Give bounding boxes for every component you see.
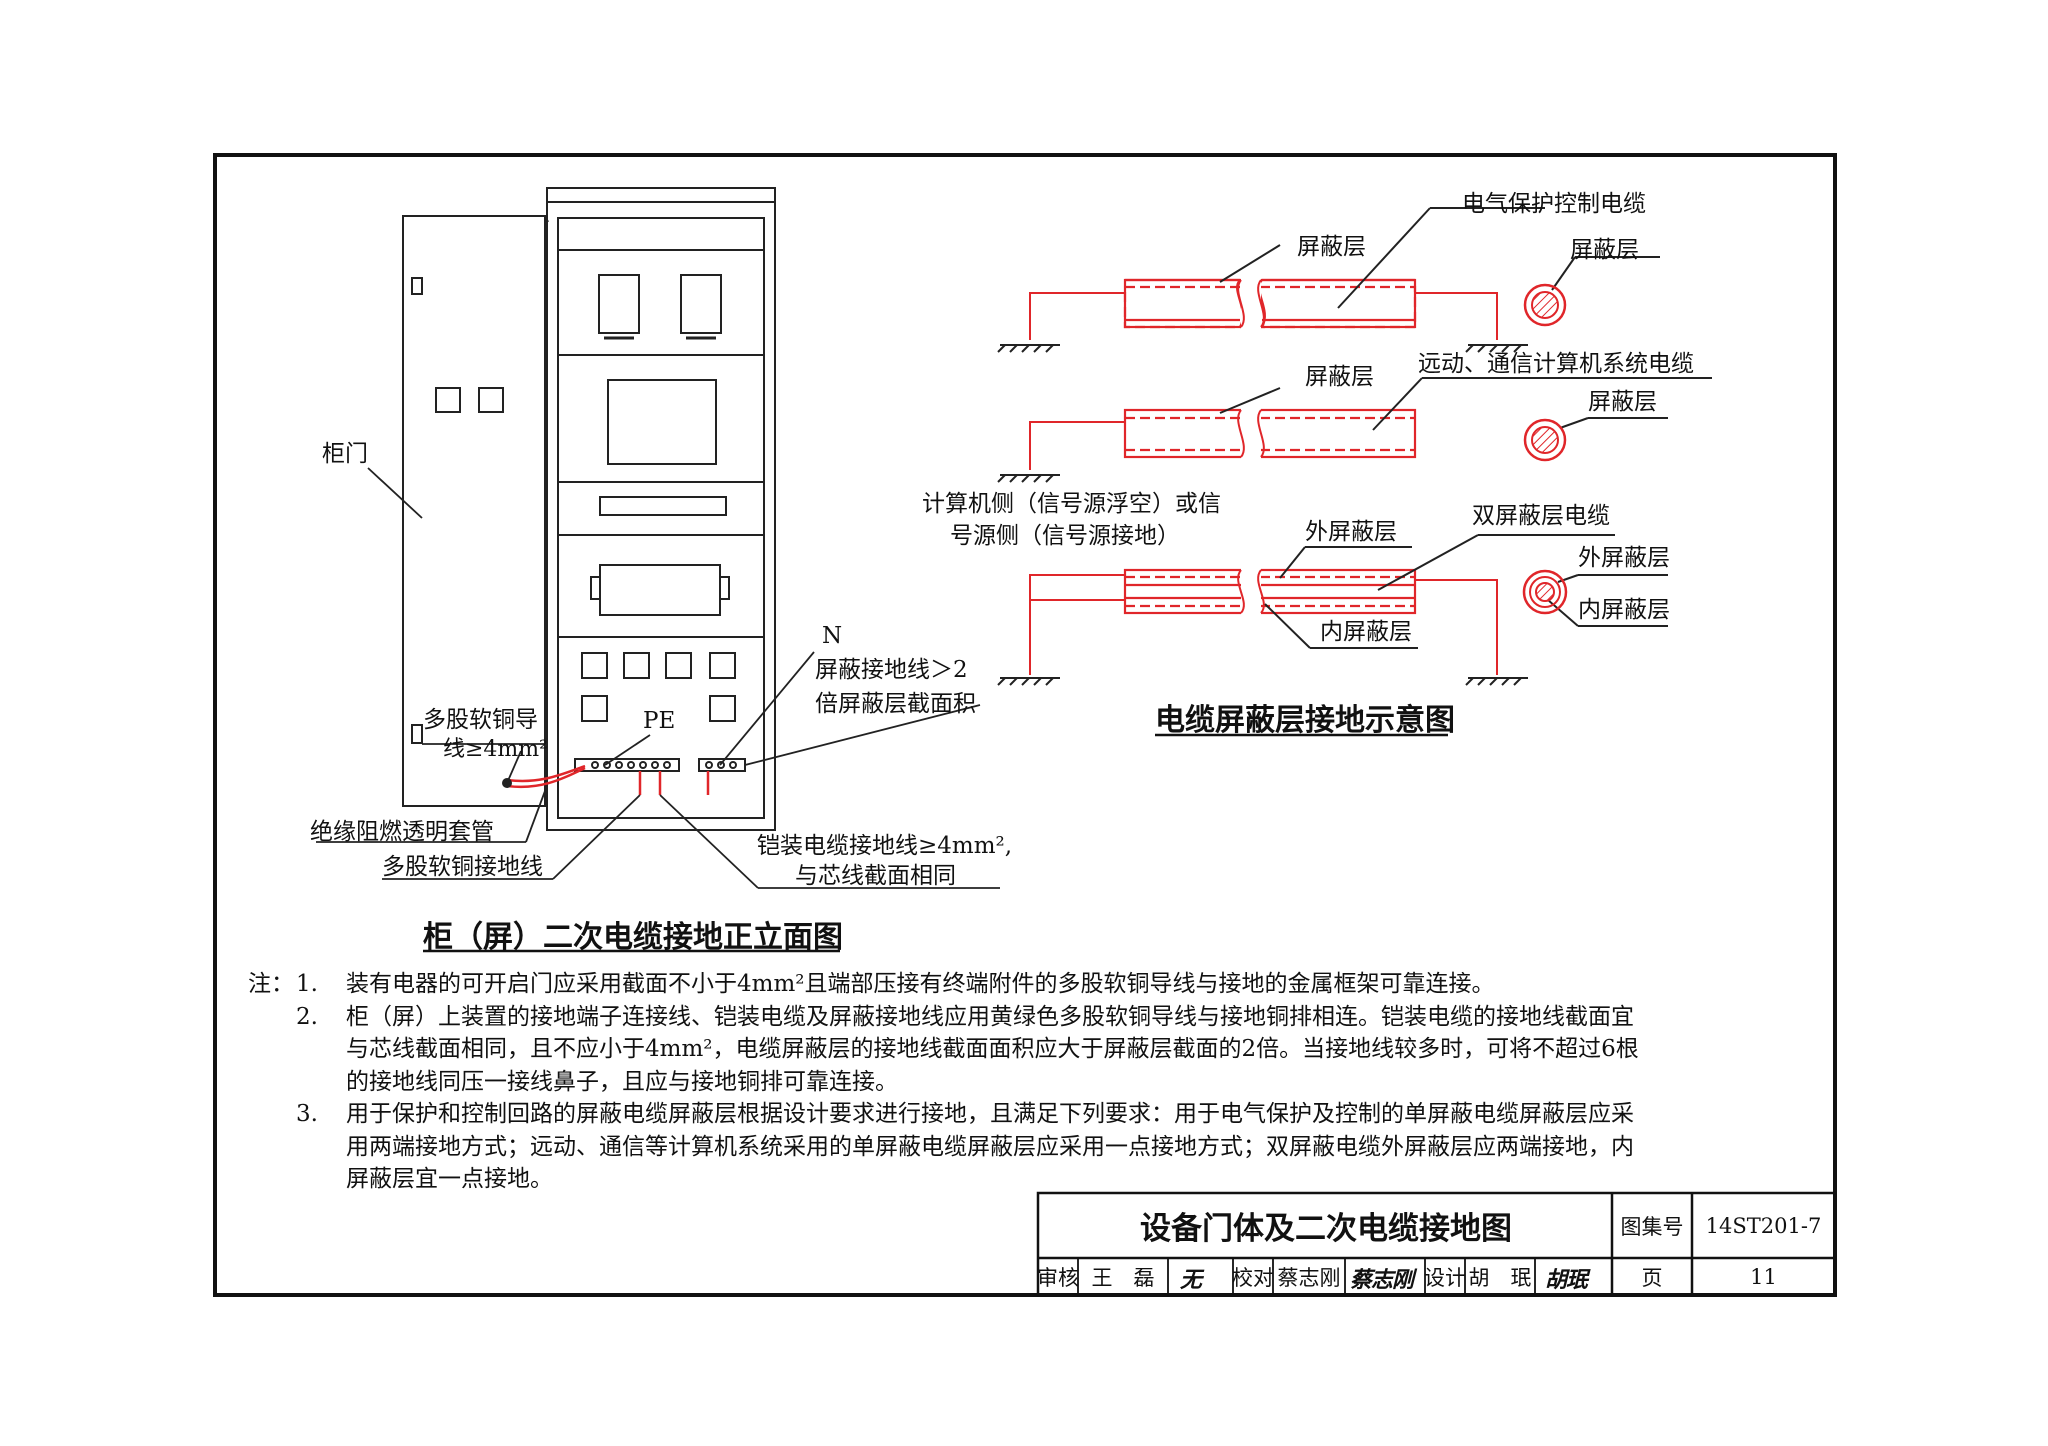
design-label: 设计 <box>1424 1265 1466 1290</box>
flex-wire-label: 多股软铜导 <box>423 707 538 733</box>
cable-2-shield-label: 屏蔽层 <box>1305 364 1374 390</box>
cable-3-title: 双屏蔽层电缆 <box>1472 503 1610 529</box>
check-name: 蔡志刚 <box>1277 1265 1341 1290</box>
switch-icon <box>709 695 736 722</box>
label-strip <box>599 496 727 516</box>
cable-3-section-outer-label: 外屏蔽层 <box>1578 545 1670 571</box>
sheet-border <box>213 153 1837 1297</box>
page-number: 11 <box>1750 1264 1777 1289</box>
shield-wire-label: 屏蔽接地线＞2 <box>815 657 968 683</box>
pe-busbar <box>574 758 680 772</box>
cable-2-section-label: 屏蔽层 <box>1588 389 1657 415</box>
cable-3 <box>997 534 1668 686</box>
door-button-icon <box>478 387 504 413</box>
cable-1-section-label: 屏蔽层 <box>1570 237 1639 263</box>
review-label: 审核 <box>1037 1265 1079 1290</box>
note-text: 柜（屏）上装置的接地端子连接线、铠装电缆及屏蔽接地线应用黄绿色多股软铜导线与接地… <box>346 1003 1639 1095</box>
door-hinge-icon <box>411 724 423 744</box>
cabinet-top <box>546 187 776 203</box>
note-text: 装有电器的可开启门应采用截面不小于4mm²且端部压接有终端附件的多股软铜导线与接… <box>346 971 1495 997</box>
switch-icon <box>581 695 608 722</box>
check-label: 校对 <box>1232 1265 1274 1290</box>
door-label: 柜门 <box>322 441 368 467</box>
switch-icon <box>581 652 608 679</box>
n-label: N <box>822 623 843 649</box>
drawing-title: 设备门体及二次电缆接地图 <box>1140 1210 1512 1247</box>
page-label: 页 <box>1641 1265 1663 1290</box>
note-item: 2. 柜（屏）上装置的接地端子连接线、铠装电缆及屏蔽接地线应用黄绿色多股软铜导线… <box>248 1001 1648 1099</box>
cable-3-section-icon <box>1522 569 1568 615</box>
note-number: 1. <box>296 971 318 997</box>
meter-icon <box>598 274 640 334</box>
armored-label-2: 与芯线截面相同 <box>795 863 956 889</box>
cable-1-shield-label: 屏蔽层 <box>1297 234 1366 260</box>
switch-icon <box>709 652 736 679</box>
computer-side-label: 计算机侧（信号源浮空）或信 <box>922 491 1221 517</box>
panel-window <box>599 564 721 616</box>
notes-head: 注： <box>248 971 294 997</box>
meter-icon <box>680 274 722 334</box>
cable-2 <box>997 377 1712 483</box>
design-signature: 胡珉 <box>1545 1268 1588 1293</box>
notes: 注： 1. 装有电器的可开启门应采用截面不小于4mm²且端部压接有终端附件的多股… <box>248 968 1648 1196</box>
atlas-label: 图集号 <box>1620 1214 1684 1239</box>
check-signature: 蔡志刚 <box>1350 1268 1414 1293</box>
note-text: 用于保护和控制回路的屏蔽电缆屏蔽层根据设计要求进行接地，且满足下列要求：用于电气… <box>346 1101 1634 1192</box>
shield-wire-label-2: 倍屏蔽层截面积 <box>815 691 976 717</box>
computer-side-label-2: 号源侧（信号源接地） <box>950 523 1180 549</box>
display-screen <box>607 379 717 465</box>
cable-3-section-inner-label: 内屏蔽层 <box>1578 597 1670 623</box>
cable-2-section-icon <box>1523 418 1567 462</box>
cabinet-elevation <box>402 187 776 831</box>
switch-icon <box>623 652 650 679</box>
ground-wire-label: 多股软铜接地线 <box>382 854 543 880</box>
review-signature: 无 <box>1180 1268 1202 1293</box>
review-name: 王 磊 <box>1091 1265 1155 1290</box>
cable-1 <box>997 207 1660 353</box>
note-item: 注： 1. 装有电器的可开启门应采用截面不小于4mm²且端部压接有终端附件的多股… <box>248 968 1648 1001</box>
cable-1-section-icon <box>1523 283 1567 327</box>
note-item: 3. 用于保护和控制回路的屏蔽电缆屏蔽层根据设计要求进行接地，且满足下列要求：用… <box>248 1098 1648 1196</box>
cable-1-title: 电气保护控制电缆 <box>1462 191 1646 217</box>
note-number: 2. <box>296 1003 318 1030</box>
sleeve-label: 绝缘阻燃透明套管 <box>310 819 494 845</box>
cabinet-door <box>402 215 546 807</box>
door-button-icon <box>435 387 461 413</box>
cable-2-title: 远动、通信计算机系统电缆 <box>1418 351 1694 377</box>
cabinet-body <box>546 201 776 831</box>
atlas-number: 14ST201-7 <box>1705 1213 1822 1238</box>
design-name: 胡 珉 <box>1468 1265 1532 1290</box>
cabinet-caption: 柜（屏）二次电缆接地正立面图 <box>423 920 843 955</box>
cable-3-outer-label: 外屏蔽层 <box>1305 519 1397 545</box>
title-block <box>1036 1191 1837 1297</box>
armored-label: 铠装电缆接地线≥4mm², <box>757 833 1013 859</box>
cable-3-inner-label: 内屏蔽层 <box>1320 619 1412 645</box>
cabinet-ground-wires <box>506 764 710 795</box>
note-number: 3. <box>296 1101 318 1127</box>
door-lock-icon <box>411 277 423 295</box>
cabinet-inner <box>557 217 765 819</box>
shield-caption: 电缆屏蔽层接地示意图 <box>1155 703 1455 738</box>
switch-icon <box>665 652 692 679</box>
pe-label: PE <box>643 708 676 734</box>
flex-wire-label-2: 线≥4mm² <box>443 737 548 762</box>
